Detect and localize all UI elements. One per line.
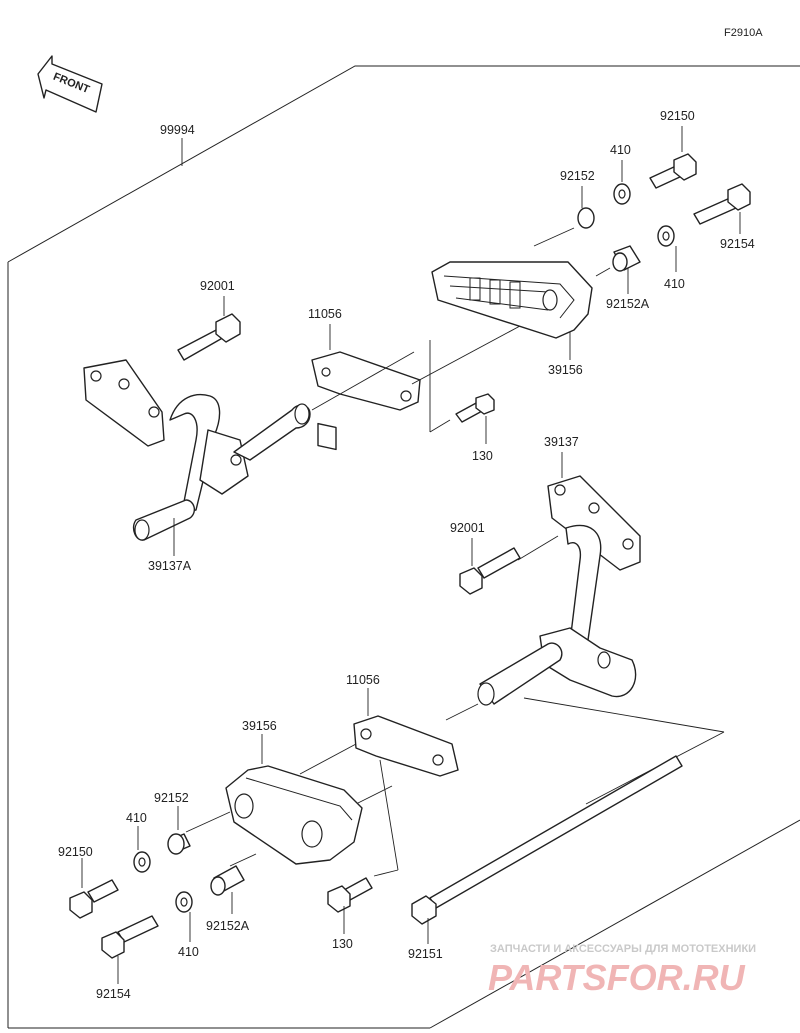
label-92001-mid: 92001 [450, 521, 485, 535]
slider-39156-bot [225, 734, 363, 865]
label-92154-top: 92154 [720, 237, 755, 251]
label-92152A-bot: 92152A [206, 919, 250, 933]
bracket-39137A [83, 359, 311, 541]
collar-92152A-top [612, 245, 641, 294]
label-410-top-a: 410 [610, 143, 631, 157]
label-39156-bot: 39156 [242, 719, 277, 733]
washer-410-bot-b [175, 891, 193, 942]
label-11056-bot: 11056 [346, 673, 380, 687]
bolt-92154-bot [101, 915, 159, 984]
label-11056-top: 11056 [308, 307, 342, 321]
front-arrow-icon: FRONT [37, 55, 103, 113]
bolt-92150-top [649, 126, 697, 189]
bolt-92151 [411, 755, 683, 944]
label-410-bot-a: 410 [126, 811, 147, 825]
label-92152A-top: 92152A [606, 297, 650, 311]
label-39156-top: 39156 [548, 363, 583, 377]
bolt-92001-mid [459, 538, 521, 595]
label-92152-bot: 92152 [154, 791, 189, 805]
watermark-brand: PARTSFOR.RU [488, 957, 746, 998]
bolt-92150-bot [69, 858, 119, 919]
slider-39156-top [431, 261, 593, 360]
label-92001-top: 92001 [200, 279, 235, 293]
label-410-top-b: 410 [664, 277, 685, 291]
washer-410-top-a [613, 160, 631, 205]
label-92150-top: 92150 [660, 109, 695, 123]
bolt-92001-top [177, 296, 241, 361]
collar-92152A-bot [210, 865, 245, 914]
bracket-39137 [477, 452, 641, 706]
label-99994: 99994 [160, 123, 195, 137]
collar-92152-top [577, 186, 595, 229]
label-410-bot-b: 410 [178, 945, 199, 959]
collar-92152-bot [167, 806, 191, 855]
washer-410-top-b [657, 225, 677, 272]
figure-code: F2910A [724, 27, 763, 39]
plate-11056-top [311, 324, 421, 451]
plate-11056-bot [353, 688, 459, 777]
kit-boundary [7, 65, 800, 263]
washer-410-bot-a [133, 826, 151, 873]
bolt-92154-top [693, 183, 751, 234]
label-92151: 92151 [408, 947, 443, 961]
label-92150-bot: 92150 [58, 845, 93, 859]
label-39137A: 39137A [148, 559, 192, 573]
label-39137: 39137 [544, 435, 579, 449]
label-130-top: 130 [472, 449, 493, 463]
label-92154-bot: 92154 [96, 987, 131, 1001]
bolt-130-top [455, 393, 495, 444]
watermark-caption: ЗАПЧАСТИ И АКСЕССУАРЫ ДЛЯ МОТОТЕХНИКИ [490, 943, 756, 955]
label-130-bot: 130 [332, 937, 353, 951]
bolt-130-bot [327, 877, 373, 934]
label-92152-top: 92152 [560, 169, 595, 183]
